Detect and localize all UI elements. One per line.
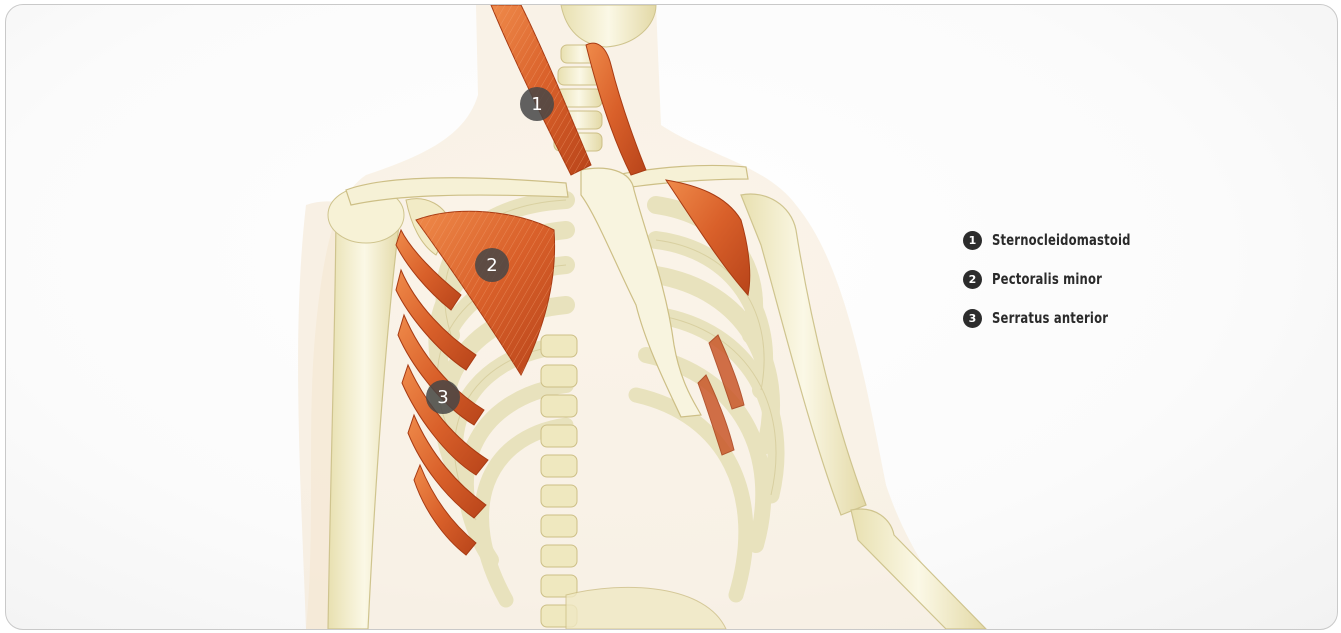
marker-2-number: 2 xyxy=(486,255,497,276)
marker-1: 1 xyxy=(520,87,554,121)
marker-2: 2 xyxy=(475,248,509,282)
legend-number-1: 1 xyxy=(963,231,982,250)
legend-label-3: Serratus anterior xyxy=(992,309,1108,327)
legend-item-sternocleidomastoid: 1 Sternocleidomastoid xyxy=(963,230,1153,250)
legend-label-1: Sternocleidomastoid xyxy=(992,231,1131,249)
legend: 1 Sternocleidomastoid 2 Pectoralis minor… xyxy=(963,230,1153,347)
marker-1-number: 1 xyxy=(531,94,542,115)
legend-label-2: Pectoralis minor xyxy=(992,270,1102,288)
legend-item-pectoralis-minor: 2 Pectoralis minor xyxy=(963,269,1153,289)
legend-number-2: 2 xyxy=(963,270,982,289)
marker-3: 3 xyxy=(426,380,460,414)
legend-number-3: 3 xyxy=(963,309,982,328)
legend-item-serratus-anterior: 3 Serratus anterior xyxy=(963,308,1153,328)
marker-3-number: 3 xyxy=(437,387,448,408)
illustration-frame: 1 2 3 1 Sternocleidomastoid 2 Pectoralis… xyxy=(5,4,1338,630)
